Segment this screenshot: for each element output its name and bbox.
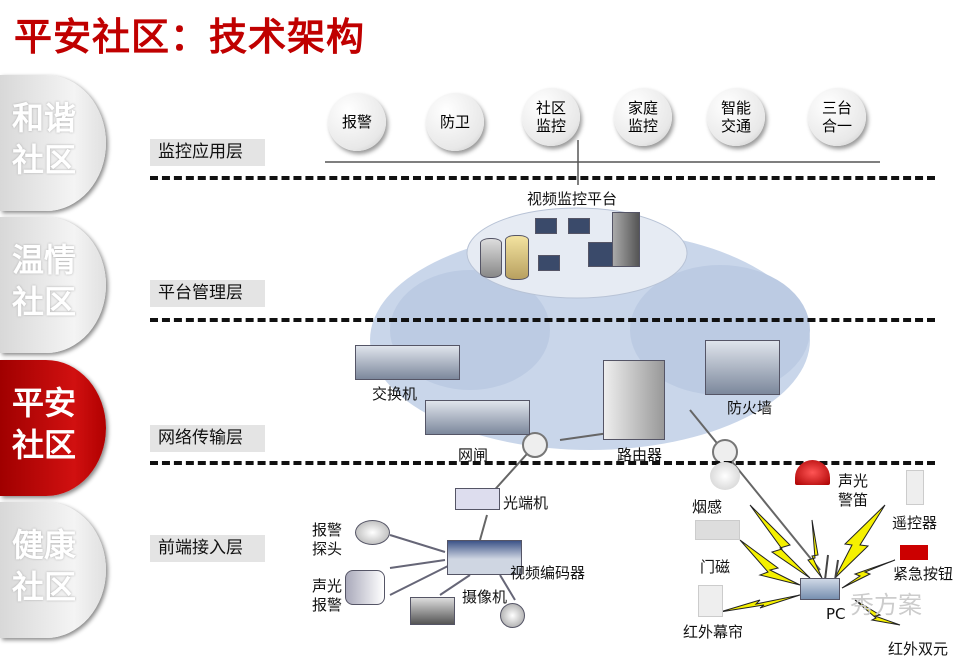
sound-light-alarm-label: 声光报警 bbox=[312, 577, 343, 614]
switch-device bbox=[355, 345, 460, 380]
computer-icon bbox=[535, 218, 557, 234]
app-bubble-community-monitor[interactable]: 社区监控 bbox=[522, 88, 580, 146]
lightning-bolt-icon bbox=[719, 594, 801, 613]
panic-button-label: 紧急按钮 bbox=[893, 565, 954, 583]
layer-label-network: 网络传输层 bbox=[150, 425, 265, 452]
gateway-label: 网闸 bbox=[458, 446, 489, 464]
lightning-bolt-icon bbox=[841, 559, 896, 589]
app-bubble-smart-traffic[interactable]: 智能交通 bbox=[707, 88, 765, 146]
firewall-label: 防火墙 bbox=[727, 399, 773, 417]
lightning-bolt-icon bbox=[854, 599, 901, 626]
database-icon bbox=[480, 238, 502, 278]
platform-label: 视频监控平台 bbox=[527, 190, 618, 208]
infrared-dual-label: 红外双元 bbox=[888, 640, 949, 658]
camera-device bbox=[410, 597, 455, 625]
tab-label: 平安社区 bbox=[12, 384, 77, 464]
router-label: 路由器 bbox=[617, 446, 663, 464]
tab-label: 温情社区 bbox=[12, 241, 77, 321]
remote-control-label: 遥控器 bbox=[892, 514, 938, 532]
infrared-curtain-label: 红外幕帘 bbox=[683, 623, 744, 641]
server-icon bbox=[612, 212, 640, 267]
switch-label: 交换机 bbox=[372, 385, 418, 403]
optical-transceiver-device bbox=[455, 488, 500, 510]
firewall-device bbox=[705, 340, 780, 395]
database-icon bbox=[505, 235, 529, 280]
door-sensor-device bbox=[695, 520, 740, 540]
sound-light-alarm-device bbox=[345, 570, 385, 605]
gateway-link-icon bbox=[522, 432, 548, 458]
router-device bbox=[603, 360, 665, 440]
tab-warm-community[interactable]: 温情社区 bbox=[0, 217, 106, 353]
app-bubble-home-monitor[interactable]: 家庭监控 bbox=[614, 88, 672, 146]
panic-button-device bbox=[900, 545, 928, 560]
video-encoder-device bbox=[447, 540, 522, 575]
computer-icon bbox=[568, 218, 590, 234]
tab-health-community[interactable]: 健康社区 bbox=[0, 502, 106, 638]
tab-label: 和谐社区 bbox=[12, 99, 77, 179]
app-bubble-three-in-one[interactable]: 三台合一 bbox=[808, 88, 866, 146]
layer-label-monitoring-app: 监控应用层 bbox=[150, 139, 265, 166]
app-bubble-defense[interactable]: 防卫 bbox=[426, 93, 484, 151]
siren-label: 声光警笛 bbox=[838, 472, 869, 509]
gateway-device bbox=[425, 400, 530, 435]
camera-label: 摄像机 bbox=[462, 588, 508, 606]
tab-label: 健康社区 bbox=[12, 526, 77, 606]
watermark: 秀方案 bbox=[850, 591, 922, 619]
alarm-probe-device bbox=[355, 520, 390, 545]
video-encoder-label: 视频编码器 bbox=[510, 564, 586, 582]
alarm-probe-label: 报警探头 bbox=[312, 521, 343, 558]
smoke-detector-label: 烟感 bbox=[692, 498, 723, 516]
remote-control-device bbox=[906, 470, 924, 505]
layer-divider bbox=[150, 318, 935, 322]
optical-transceiver-label: 光端机 bbox=[503, 494, 549, 512]
app-bubble-alarm[interactable]: 报警 bbox=[328, 93, 386, 151]
tab-harmony-community[interactable]: 和谐社区 bbox=[0, 75, 106, 211]
layer-divider bbox=[150, 461, 935, 465]
smoke-detector-device bbox=[710, 462, 740, 490]
pc-wireless-hub-device bbox=[800, 578, 840, 600]
layer-label-platform: 平台管理层 bbox=[150, 280, 265, 307]
layer-label-frontend: 前端接入层 bbox=[150, 535, 265, 562]
siren-device bbox=[795, 460, 830, 485]
page-title: 平安社区：技术架构 bbox=[14, 15, 366, 59]
computer-icon bbox=[538, 255, 560, 271]
dome-camera-device bbox=[500, 603, 525, 628]
pc-label: PC bbox=[826, 605, 846, 623]
tab-safe-community[interactable]: 平安社区 bbox=[0, 360, 106, 496]
layer-divider bbox=[150, 176, 935, 180]
door-sensor-label: 门磁 bbox=[700, 558, 731, 576]
infrared-curtain-device bbox=[698, 585, 723, 617]
lightning-bolt-icon bbox=[749, 504, 811, 579]
